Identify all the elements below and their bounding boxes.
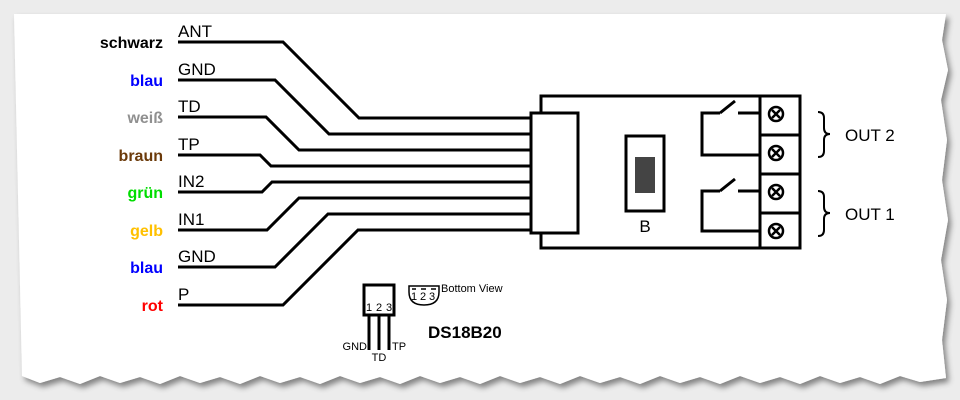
pin-number: 2 bbox=[420, 291, 426, 303]
wire-ant bbox=[178, 40, 531, 120]
screw-icon bbox=[767, 183, 785, 201]
wire-group: ANTschwarzGNDblauTDweißTPbraunIN2grünIN1… bbox=[100, 22, 531, 315]
terminal-screws bbox=[767, 105, 785, 240]
screw-icon bbox=[767, 222, 785, 240]
wire-color-label: braun bbox=[119, 148, 163, 165]
bottom-view-label: Bottom View bbox=[441, 283, 503, 295]
pin-number: 1 bbox=[411, 291, 417, 303]
screw-icon bbox=[767, 144, 785, 162]
wire-color-label: grün bbox=[127, 185, 163, 202]
wire-color-label: rot bbox=[142, 298, 164, 315]
signal-label: IN1 bbox=[178, 210, 204, 229]
pin-number: 1 bbox=[366, 302, 372, 314]
pin-tp-label: TP bbox=[392, 341, 406, 353]
module-board bbox=[529, 94, 802, 250]
signal-label: GND bbox=[178, 60, 216, 79]
pin-number: 2 bbox=[376, 302, 382, 314]
pin-number: 3 bbox=[386, 302, 392, 314]
signal-label: IN2 bbox=[178, 172, 204, 191]
screw-icon bbox=[767, 105, 785, 123]
wire-in1 bbox=[178, 196, 531, 232]
out2-label: OUT 2 bbox=[845, 126, 895, 145]
out1-label: OUT 1 bbox=[845, 205, 895, 224]
pin-td-label: TD bbox=[372, 352, 387, 364]
connector-block bbox=[529, 111, 580, 235]
wire-color-label: schwarz bbox=[100, 35, 163, 52]
wire-in2 bbox=[178, 180, 531, 194]
signal-label: P bbox=[178, 285, 189, 304]
signal-label: ANT bbox=[178, 22, 212, 41]
signal-label: TP bbox=[178, 135, 200, 154]
pin-gnd-label: GND bbox=[343, 341, 368, 353]
pin-number: 3 bbox=[429, 291, 435, 303]
wire-color-label: weiß bbox=[126, 110, 163, 127]
signal-label: GND bbox=[178, 247, 216, 266]
brace-out2 bbox=[817, 111, 831, 158]
wire-color-label: gelb bbox=[130, 223, 163, 240]
wire-color-label: blau bbox=[130, 260, 163, 277]
switch-b bbox=[624, 134, 666, 213]
wire-color-label: blau bbox=[130, 73, 163, 90]
bottom-view-icon bbox=[408, 285, 440, 306]
wire-tp bbox=[178, 153, 531, 168]
wire-p bbox=[178, 228, 531, 307]
signal-label: TD bbox=[178, 97, 201, 116]
wire-gnd bbox=[178, 78, 531, 136]
brace-out1 bbox=[817, 190, 831, 237]
ds18b20-sensor bbox=[362, 283, 440, 350]
wire-td bbox=[178, 115, 531, 152]
sensor-name: DS18B20 bbox=[428, 323, 502, 342]
wire-gnd bbox=[178, 212, 531, 269]
switch-label: B bbox=[639, 217, 650, 236]
